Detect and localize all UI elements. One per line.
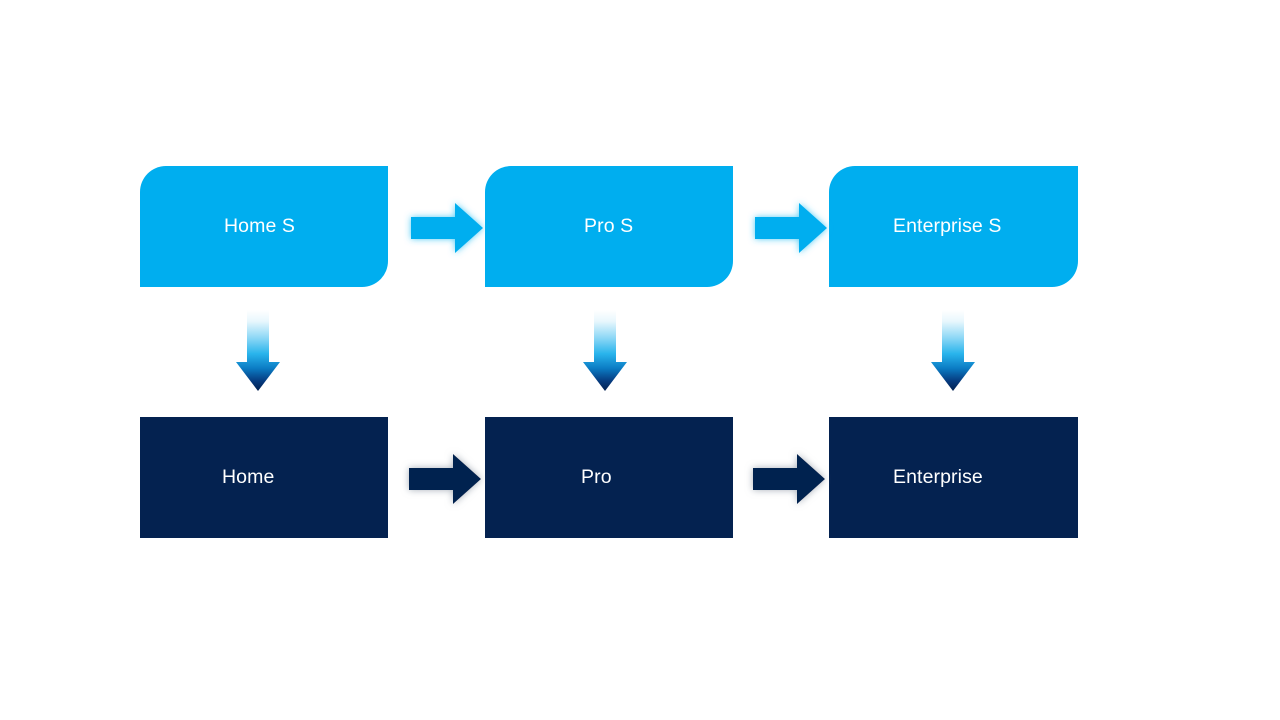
connector-home-s-to-home: [235, 310, 281, 392]
arrow-right-icon: [755, 203, 827, 253]
node-label-home: Home: [222, 465, 275, 488]
arrow-right-icon: [753, 454, 825, 504]
connector-pro-s-to-pro: [582, 310, 628, 392]
arrow-down-icon: [236, 310, 280, 391]
connector-pro-s-to-enterprise-s: [753, 198, 829, 258]
node-label-pro: Pro: [581, 465, 612, 488]
connector-enterprise-s-to-enterprise: [930, 310, 976, 392]
arrow-right-icon: [411, 203, 483, 253]
node-label-home-s: Home S: [224, 214, 296, 237]
node-label-enterprise: Enterprise: [893, 465, 983, 488]
connector-home-to-pro: [407, 449, 483, 509]
arrow-down-icon: [583, 310, 627, 391]
node-enterprise[interactable]: Enterprise: [829, 417, 1078, 538]
node-label-pro-s: Pro S: [584, 214, 634, 237]
arrow-down-icon: [931, 310, 975, 391]
node-pro-s[interactable]: Pro S: [485, 166, 733, 287]
node-home[interactable]: Home: [140, 417, 388, 538]
connector-home-s-to-pro-s: [409, 198, 485, 258]
arrow-right-icon: [409, 454, 481, 504]
node-home-s[interactable]: Home S: [140, 166, 388, 287]
node-label-enterprise-s: Enterprise S: [893, 214, 1002, 237]
node-enterprise-s[interactable]: Enterprise S: [829, 166, 1078, 287]
connector-pro-to-enterprise: [751, 449, 827, 509]
node-pro[interactable]: Pro: [485, 417, 733, 538]
